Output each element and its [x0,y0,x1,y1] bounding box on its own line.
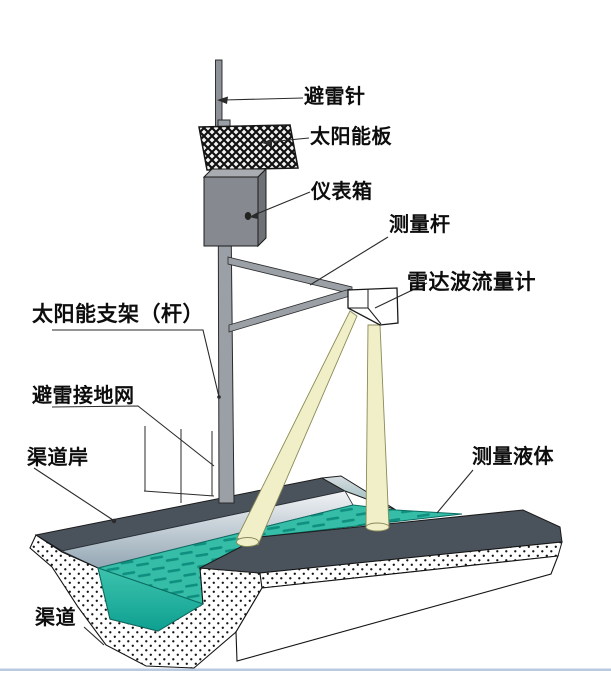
label-instrument-box: 仪表箱 [311,179,373,203]
leader-dot-solar-bracket [217,395,221,399]
leader-solar-bracket [52,329,220,398]
radar-beam-left-spot [236,537,259,547]
arrowhead-solar-panel [262,138,272,146]
leader-radar-flow-meter [374,282,428,309]
grounding-net [143,426,215,503]
radar-beams [236,310,390,547]
leader-grounding-net [51,405,215,467]
label-channel: 渠道 [35,605,76,629]
footer-rule [0,668,611,671]
leader-solar-panel [267,137,310,143]
lightning-rod [215,59,223,129]
leader-measured-liquid [436,469,474,514]
radar-flow-meter [347,287,399,326]
label-radar-flow-meter: 雷达波流量计 [407,270,536,294]
label-grounding-net: 避雷接地网 [32,383,135,407]
leader-channel-bank [33,467,114,521]
instrument-box [202,167,268,248]
radar-beam-right [365,324,390,528]
leader-lightning-rod [223,97,304,101]
arrowhead-instrument-box [249,211,259,219]
leader-channel [83,626,105,646]
leader-measuring-rod [309,236,389,286]
leader-dot-channel-bank [111,518,117,524]
arm-diagonal-brace [228,288,351,333]
leader-lines [33,97,474,646]
label-solar-panel: 太阳能板 [310,124,392,148]
near-bank-skirt [235,555,559,662]
label-lightning-rod: 避雷针 [304,84,366,108]
leader-instrument-box [253,191,311,216]
solar-panel [198,124,299,171]
arrowhead-lightning-rod [217,96,228,104]
label-measuring-rod: 测量杆 [389,212,451,236]
label-measured-liquid: 测量液体 [472,444,554,468]
measuring-arm [227,256,353,333]
box-knob [244,212,252,220]
water-front-face [97,567,205,632]
leader-arrowheads [111,96,272,524]
radar-beam-left [236,310,358,546]
arm-upper-bar [227,256,353,295]
label-solar-bracket: 太阳能支架（杆） [32,302,204,326]
radar-beam-right-spot [365,522,390,532]
label-channel-bank: 渠道岸 [27,445,89,469]
